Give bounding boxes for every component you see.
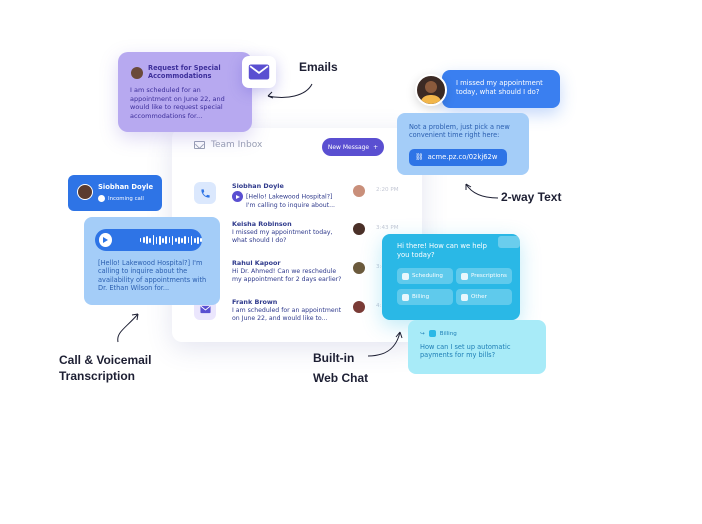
two-way-text-label: 2-way Text — [501, 190, 562, 204]
calendar-icon — [402, 272, 409, 280]
envelope-icon — [242, 56, 276, 88]
chat-question: How can I set up automatic payments for … — [420, 343, 511, 360]
phone-icon — [98, 195, 105, 202]
emails-label: Emails — [299, 60, 338, 74]
call-label-line1: Call & Voicemail — [59, 353, 152, 367]
link-icon: ⛓ — [415, 153, 424, 162]
timestamp: 3:43 PM — [376, 225, 399, 231]
inbox-header: Team Inbox — [194, 140, 262, 150]
message-preview: I missed my appointment today, what shou… — [232, 229, 333, 244]
avatar — [353, 301, 365, 313]
message-preview: I am scheduled for an appointment on Jun… — [232, 307, 342, 322]
call-label-line2: Transcription — [59, 369, 136, 383]
avatar — [353, 262, 365, 274]
new-message-button[interactable]: New Message + — [322, 138, 384, 156]
sms-incoming-bubble: I missed my appointment today, what shou… — [442, 70, 560, 108]
sms-reply-bubble: Not a problem, just pick a new convenien… — [397, 113, 529, 175]
avatar — [131, 67, 143, 79]
waveform — [139, 235, 202, 245]
booking-link[interactable]: ⛓ acme.pz.co/02kj62w — [409, 149, 507, 166]
billing-icon — [402, 293, 409, 301]
voicemail-transcript: [Hello! Lakewood Hospital?] I'm calling … — [98, 259, 207, 293]
contact-name: Rahul Kapoor — [232, 259, 281, 267]
selected-tag: ↪ Billing — [420, 330, 534, 337]
email-subject: Request for Special Accommodations — [148, 64, 221, 80]
arrow-icon — [117, 313, 139, 343]
play-icon[interactable] — [99, 233, 112, 247]
incoming-call-card[interactable]: Siobhan Doyle Incoming call — [68, 175, 162, 211]
call-status-text: Incoming call — [108, 195, 144, 202]
avatar — [415, 74, 447, 106]
prescription-icon — [461, 272, 468, 280]
team-inbox-panel: Team Inbox New Message + Siobhan Doyle [… — [172, 128, 422, 342]
inbox-row[interactable]: Frank Brown I am scheduled for an appoin… — [190, 296, 410, 330]
reply-arrow-icon: ↪ — [420, 330, 425, 337]
arrow-icon — [267, 83, 313, 99]
sms-incoming-text: I missed my appointment today, what shou… — [456, 79, 543, 96]
contact-name: Siobhan Doyle — [232, 182, 284, 190]
inbox-row[interactable]: Rahul Kapoor Hi Dr. Ahmed! Can we resche… — [190, 257, 410, 291]
chat-label-line2: Web Chat — [313, 371, 369, 385]
message-preview: [Hello! Lakewood Hospital?] I'm calling … — [232, 191, 342, 210]
voicemail-player[interactable] — [95, 229, 202, 251]
option-billing[interactable]: Billing — [397, 289, 453, 305]
avatar — [353, 223, 365, 235]
timestamp: 2:20 PM — [376, 187, 399, 193]
caller-name: Siobhan Doyle — [98, 183, 154, 191]
phone-icon — [194, 182, 216, 204]
inbox-row[interactable]: Keisha Robinson I missed my appointment … — [190, 218, 410, 252]
booking-link-text: acme.pz.co/02kj62w — [427, 153, 498, 162]
inbox-title: Team Inbox — [211, 140, 263, 150]
voicemail-card: [Hello! Lakewood Hospital?] I'm calling … — [84, 217, 220, 305]
email-body: I am scheduled for an appointment on Jun… — [130, 86, 225, 120]
web-chat-widget: Hi there! How can we help you today? Sch… — [382, 234, 520, 320]
avatar — [77, 184, 93, 200]
avatar — [353, 185, 365, 197]
call-voicemail-label: Call & Voicemail Transcription — [59, 352, 151, 384]
call-status: Incoming call — [98, 195, 144, 202]
sms-reply-text: Not a problem, just pick a new convenien… — [409, 123, 510, 140]
arrow-icon — [367, 331, 403, 357]
selected-tag-text: Billing — [439, 330, 457, 337]
contact-name: Keisha Robinson — [232, 220, 292, 228]
message-preview: Hi Dr. Ahmed! Can we reschedule my appoi… — [232, 268, 342, 283]
inbox-row[interactable]: Siobhan Doyle [Hello! Lakewood Hospital?… — [190, 180, 410, 214]
plus-icon: + — [373, 143, 379, 151]
web-chat-label: Built-in Web Chat — [313, 348, 368, 388]
play-icon[interactable] — [232, 191, 243, 202]
option-label: Scheduling — [412, 273, 443, 279]
help-icon — [461, 293, 468, 301]
option-label: Prescriptions — [471, 273, 507, 279]
inbox-mail-icon — [194, 141, 205, 149]
option-scheduling[interactable]: Scheduling — [397, 268, 453, 284]
option-label: Other — [471, 294, 487, 300]
minimize-icon[interactable] — [498, 236, 520, 248]
new-message-label: New Message — [327, 143, 370, 151]
email-card: Request for Special Accommodations I am … — [118, 52, 252, 132]
contact-name: Frank Brown — [232, 298, 278, 306]
arrow-icon — [465, 183, 499, 199]
option-prescriptions[interactable]: Prescriptions — [456, 268, 512, 284]
billing-icon — [428, 330, 436, 337]
option-other[interactable]: Other — [456, 289, 512, 305]
chat-greeting: Hi there! How can we help you today? — [397, 242, 487, 259]
chat-user-message: ↪ Billing How can I set up automatic pay… — [408, 320, 546, 374]
chat-label-line1: Built-in — [313, 351, 355, 365]
option-label: Billing — [412, 294, 430, 300]
